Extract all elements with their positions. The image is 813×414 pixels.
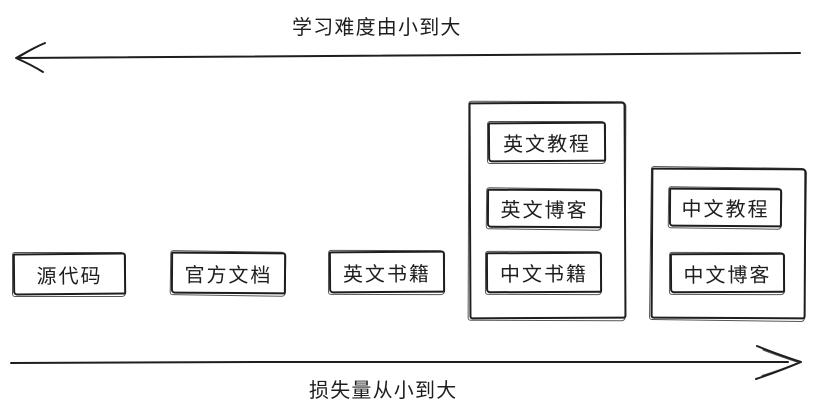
bottom-axis-label: 损失量从小到大 xyxy=(309,378,458,402)
node-label: 英文书籍 xyxy=(342,261,432,286)
node-english-books: 英文书籍 xyxy=(328,250,446,294)
bottom-axis-arrow-right-icon xyxy=(10,345,802,380)
node-label: 英文博客 xyxy=(500,197,589,223)
node-label: 中文博客 xyxy=(683,262,772,287)
node-official-docs: 官方文档 xyxy=(170,251,287,295)
top-axis-label: 学习难度由小到大 xyxy=(292,15,462,39)
node-label: 中文教程 xyxy=(681,196,770,222)
node-label: 英文教程 xyxy=(502,131,592,156)
node-chinese-books: 中文书籍 xyxy=(485,251,603,294)
node-label: 官方文档 xyxy=(184,262,273,287)
node-english-blogs: 英文博客 xyxy=(486,188,603,229)
node-source-code: 源代码 xyxy=(12,252,127,296)
top-axis-arrow-left-icon xyxy=(15,42,801,73)
node-label: 中文书籍 xyxy=(499,261,589,287)
node-chinese-tutorials: 中文教程 xyxy=(668,187,783,228)
node-english-tutorials: 英文教程 xyxy=(487,121,607,163)
node-label: 源代码 xyxy=(36,263,103,288)
node-chinese-blogs: 中文博客 xyxy=(669,252,786,294)
